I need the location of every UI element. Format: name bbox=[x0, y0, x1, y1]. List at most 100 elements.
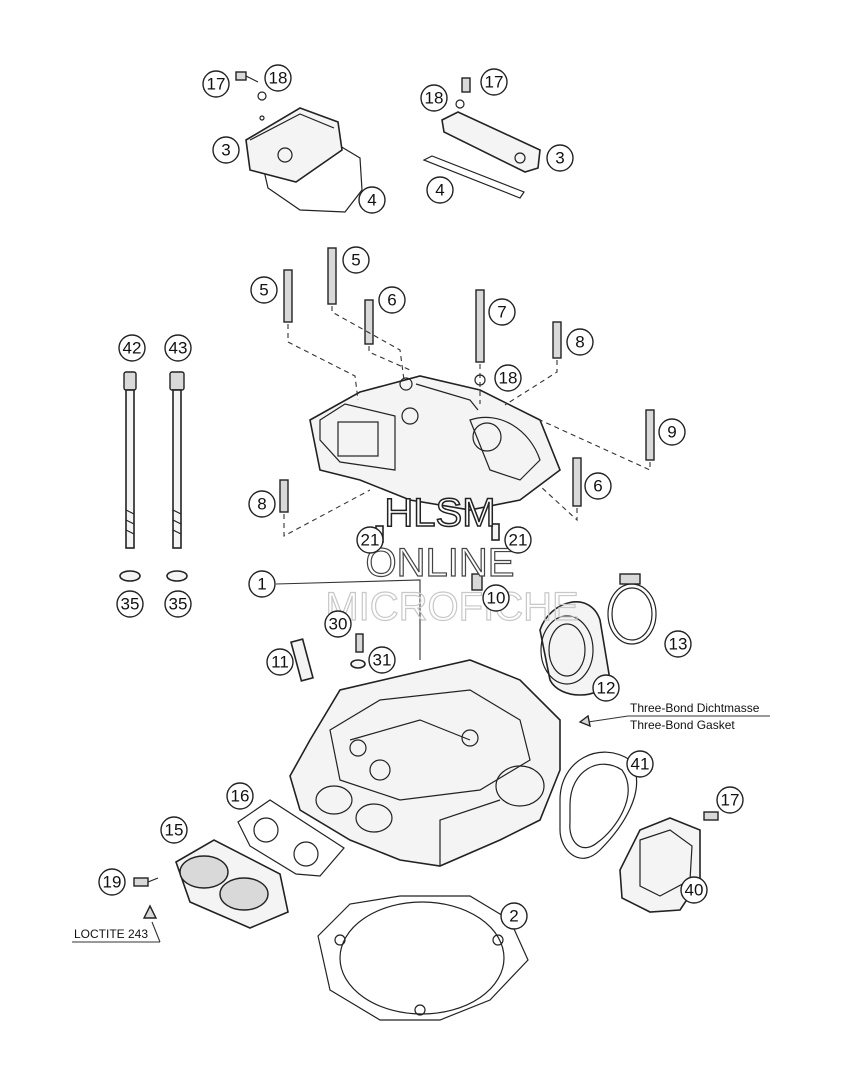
svg-text:8: 8 bbox=[575, 333, 584, 352]
svg-text:31: 31 bbox=[373, 651, 392, 670]
callout-42: 42 bbox=[118, 334, 146, 362]
svg-text:19: 19 bbox=[103, 873, 122, 892]
note-three-bond-de: Three-Bond Dichtmasse bbox=[630, 701, 760, 715]
flange-15 bbox=[175, 839, 289, 929]
svg-text:6: 6 bbox=[593, 477, 602, 496]
carrier-bolts bbox=[279, 247, 655, 513]
callout-18a: 18 bbox=[264, 64, 292, 92]
svg-text:1: 1 bbox=[257, 575, 266, 594]
svg-text:3: 3 bbox=[221, 141, 230, 160]
svg-text:13: 13 bbox=[669, 635, 688, 654]
callout-21b: 21 bbox=[504, 526, 532, 554]
callout-43: 43 bbox=[164, 334, 192, 362]
svg-text:17: 17 bbox=[207, 75, 226, 94]
callout-12: 12 bbox=[592, 674, 620, 702]
callout-7: 7 bbox=[488, 298, 516, 326]
svg-text:30: 30 bbox=[329, 615, 348, 634]
svg-text:9: 9 bbox=[667, 423, 676, 442]
svg-text:18: 18 bbox=[499, 369, 518, 388]
svg-text:7: 7 bbox=[497, 303, 506, 322]
callout-2: 2 bbox=[500, 902, 528, 930]
callout-19: 19 bbox=[98, 868, 126, 896]
bolt-17-top-left bbox=[235, 71, 267, 101]
cylinder-head bbox=[289, 659, 561, 867]
callout-4b: 4 bbox=[426, 176, 454, 204]
svg-text:41: 41 bbox=[631, 755, 650, 774]
intake-rubber-12 bbox=[539, 601, 611, 696]
washer-31 bbox=[350, 659, 366, 669]
svg-text:21: 21 bbox=[509, 531, 528, 550]
gasket-41 bbox=[559, 751, 638, 859]
callout-15: 15 bbox=[160, 816, 188, 844]
callout-17a: 17 bbox=[202, 70, 230, 98]
callout-1: 1 bbox=[248, 570, 276, 598]
gasket-16 bbox=[237, 799, 345, 877]
svg-text:43: 43 bbox=[169, 339, 188, 358]
svg-text:11: 11 bbox=[271, 653, 289, 672]
note-loctite: LOCTITE 243 bbox=[74, 927, 148, 941]
callout-18b: 18 bbox=[420, 84, 448, 112]
callout-40: 40 bbox=[680, 876, 708, 904]
watermark-hlsm: HLSM bbox=[384, 491, 495, 535]
svg-text:18: 18 bbox=[269, 69, 288, 88]
callout-17b: 17 bbox=[480, 68, 508, 96]
callout-11: 11 bbox=[266, 648, 294, 676]
callout-41: 41 bbox=[626, 750, 654, 778]
callout-21a: 21 bbox=[356, 526, 384, 554]
svg-text:5: 5 bbox=[351, 251, 360, 270]
svg-text:10: 10 bbox=[487, 589, 506, 608]
note-three-bond-en: Three-Bond Gasket bbox=[630, 718, 735, 732]
svg-text:5: 5 bbox=[259, 281, 268, 300]
callout-6a: 6 bbox=[378, 286, 406, 314]
callout-9: 9 bbox=[658, 418, 686, 446]
svg-text:4: 4 bbox=[367, 191, 376, 210]
callout-35a: 35 bbox=[116, 590, 144, 618]
svg-text:3: 3 bbox=[555, 149, 564, 168]
clamp-13 bbox=[607, 573, 657, 645]
callout-18c: 18 bbox=[494, 364, 522, 392]
svg-text:8: 8 bbox=[257, 495, 266, 514]
svg-text:16: 16 bbox=[231, 787, 250, 806]
bolt-19 bbox=[133, 877, 159, 919]
callout-17c: 17 bbox=[716, 786, 744, 814]
svg-text:4: 4 bbox=[435, 181, 444, 200]
callout-4a: 4 bbox=[358, 186, 386, 214]
svg-text:40: 40 bbox=[685, 881, 704, 900]
camshaft-carrier bbox=[309, 375, 561, 511]
valve-cover-left bbox=[245, 107, 363, 213]
callout-5a: 5 bbox=[250, 276, 278, 304]
svg-text:21: 21 bbox=[361, 531, 380, 550]
fitting-10 bbox=[471, 573, 483, 591]
callout-13: 13 bbox=[664, 630, 692, 658]
svg-text:35: 35 bbox=[169, 595, 188, 614]
watermark-online: ONLINE bbox=[366, 541, 515, 585]
svg-text:6: 6 bbox=[387, 291, 396, 310]
svg-text:17: 17 bbox=[721, 791, 740, 810]
svg-text:42: 42 bbox=[123, 339, 142, 358]
guide-11 bbox=[290, 638, 314, 682]
stud-43 bbox=[166, 371, 188, 582]
callout-10: 10 bbox=[482, 584, 510, 612]
dowel-21-right bbox=[491, 523, 500, 541]
stud-42 bbox=[119, 371, 141, 582]
callout-5b: 5 bbox=[342, 246, 370, 274]
svg-text:35: 35 bbox=[121, 595, 140, 614]
svg-text:12: 12 bbox=[597, 679, 616, 698]
svg-text:2: 2 bbox=[509, 907, 518, 926]
valve-cover-right bbox=[422, 77, 541, 199]
callout-3b: 3 bbox=[546, 144, 574, 172]
callout-16: 16 bbox=[226, 782, 254, 810]
callout-31: 31 bbox=[368, 646, 396, 674]
bolt-30 bbox=[355, 633, 364, 653]
callout-3a: 3 bbox=[212, 136, 240, 164]
callout-8b: 8 bbox=[248, 490, 276, 518]
callout-6b: 6 bbox=[584, 472, 612, 500]
callout-30: 30 bbox=[324, 610, 352, 638]
head-gasket-2 bbox=[317, 895, 529, 1021]
svg-text:18: 18 bbox=[425, 89, 444, 108]
svg-text:17: 17 bbox=[485, 73, 504, 92]
watermark-microfiche: MICROFICHE bbox=[325, 585, 578, 629]
callout-8a: 8 bbox=[566, 328, 594, 356]
callout-35b: 35 bbox=[164, 590, 192, 618]
